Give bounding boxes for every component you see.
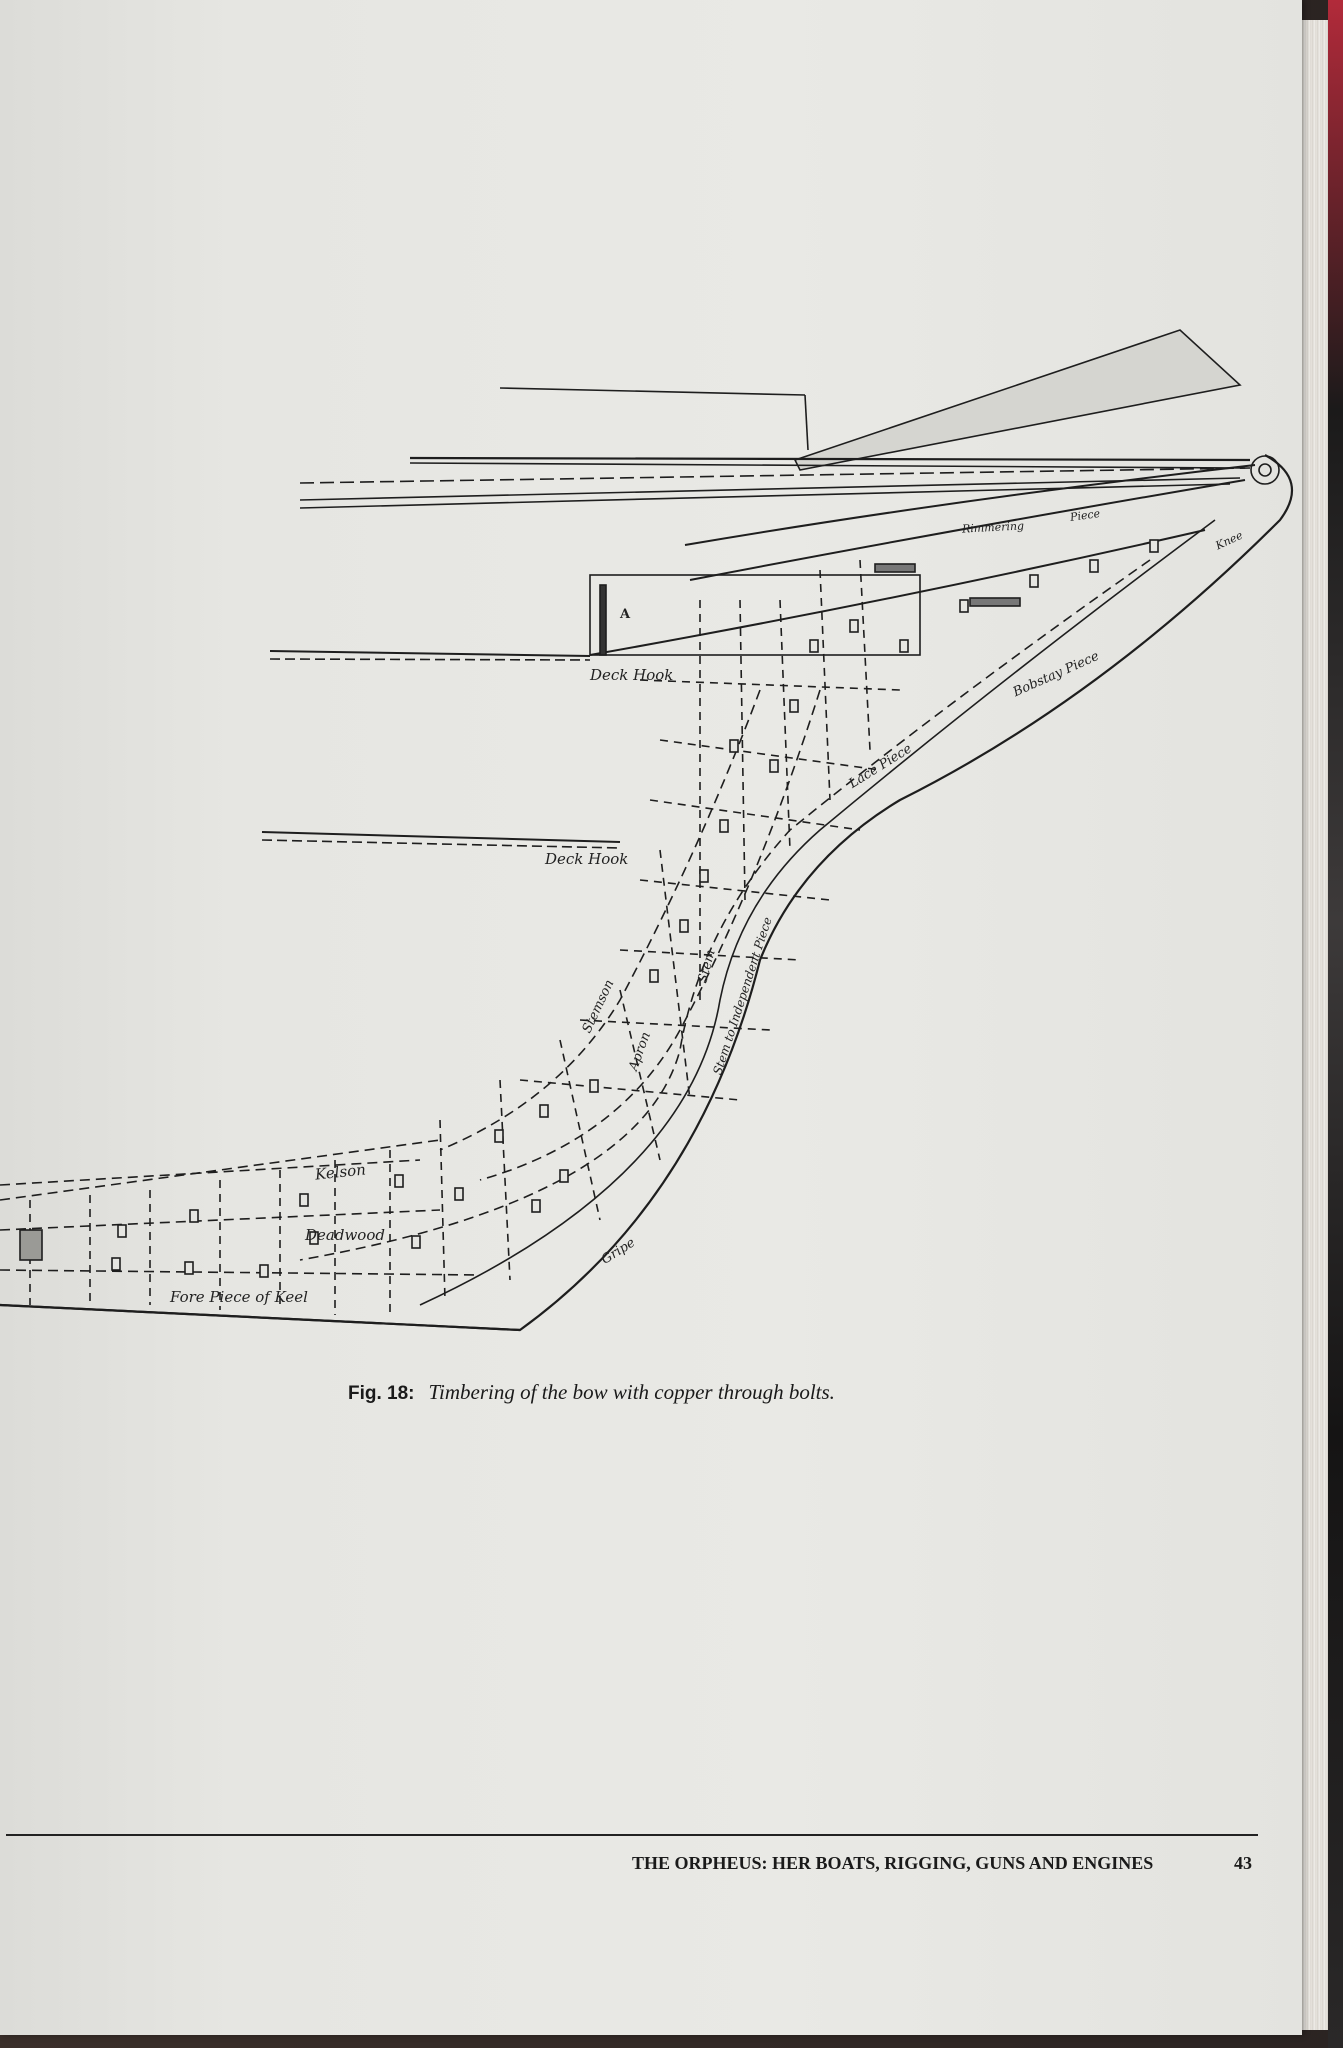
bolt: [679, 919, 689, 933]
bolt-line: [739, 599, 746, 901]
bolt-line: [819, 569, 831, 801]
bolt-line: [559, 1039, 601, 1221]
inner-stem-curve-1: [419, 519, 1216, 1306]
bolt: [849, 619, 859, 633]
hatched-keel-section: [19, 1229, 43, 1261]
bolt: [189, 1209, 199, 1223]
bolt: [454, 1187, 464, 1201]
bolt: [111, 1257, 121, 1271]
keelson-line-2: [0, 1159, 421, 1186]
scroll-head-inner: [1258, 463, 1272, 477]
bolt: [699, 869, 709, 883]
bolt: [117, 1224, 127, 1238]
stemson-curve: [439, 689, 761, 1151]
deck-beam-upper-dash: [269, 658, 591, 661]
label-fore-piece-of-keel: Fore Piece of Keel: [170, 1288, 308, 1306]
head-rail-3: [589, 529, 1206, 656]
book-page: A Deck Hook Deck Hook Rimmering Piece Bo…: [0, 0, 1302, 2035]
head-rail-1: [684, 464, 1256, 546]
bolt: [309, 1231, 319, 1245]
frame-line: [619, 949, 801, 961]
bolt: [769, 759, 779, 773]
inner-stem-curve-2: [299, 559, 1151, 1261]
bolt: [259, 1264, 269, 1278]
keel-top: [0, 1269, 481, 1276]
rail-3: [299, 483, 1231, 509]
upper-rail: [499, 387, 806, 396]
frame-line: [519, 1079, 741, 1101]
upper-rail-post: [804, 394, 809, 451]
bolt: [184, 1261, 194, 1275]
bolt: [299, 1193, 309, 1207]
bolt-line: [659, 849, 691, 1101]
bow-timbering-drawing: [0, 329, 1294, 1332]
figure-caption: Fig. 18: Timbering of the bow with copper…: [348, 1380, 835, 1405]
deadwood-line: [0, 1209, 441, 1231]
hatched-detail: [969, 597, 1021, 607]
label-deck-hook-lower: Deck Hook: [545, 850, 629, 868]
bolt: [809, 639, 819, 653]
bolt-line: [499, 1079, 511, 1281]
bolt: [394, 1174, 404, 1188]
bolt: [589, 1079, 599, 1093]
bolt: [539, 1104, 549, 1118]
outer-stem-curve: [0, 454, 1294, 1332]
frame-line: [639, 879, 831, 901]
head-rail-2: [689, 479, 1246, 581]
bolt: [559, 1169, 569, 1183]
bolt: [719, 819, 729, 833]
rail-2: [299, 477, 1241, 501]
frame-line: [649, 799, 861, 831]
deck-beam-lower: [261, 831, 621, 843]
deck-hook-post: [599, 584, 607, 656]
bolt-line: [439, 1119, 446, 1301]
bolt: [729, 739, 739, 753]
bolt: [411, 1235, 421, 1249]
footer-rule: [6, 1834, 1258, 1836]
label-deadwood: Deadwood: [305, 1226, 385, 1244]
bolt: [649, 969, 659, 983]
bolt-line: [779, 599, 791, 851]
background-strip: [1328, 0, 1343, 2048]
frame-line: [639, 679, 901, 691]
frame-line: [579, 1019, 771, 1031]
figure-number: Fig. 18:: [348, 1383, 415, 1404]
keel-bottom: [0, 1303, 521, 1332]
bolt: [1029, 574, 1039, 588]
figure-caption-text: Timbering of the bow with copper through…: [428, 1380, 835, 1404]
head-knee-block: [589, 574, 921, 656]
bolt: [531, 1199, 541, 1213]
label-rimmering: Rimmering: [961, 519, 1025, 536]
bolt: [1089, 559, 1099, 573]
frame-line: [659, 739, 881, 771]
bolt: [959, 599, 969, 613]
bolt-line: [619, 989, 661, 1161]
label-deck-hook-upper: Deck Hook: [590, 666, 674, 684]
deck-beam-upper: [269, 650, 591, 657]
bolt-line: [859, 559, 871, 751]
keelson-line: [0, 1139, 441, 1201]
bolt: [789, 699, 799, 713]
main-rail-2: [409, 462, 1246, 469]
main-rail-1: [409, 456, 1251, 462]
bolt: [494, 1129, 504, 1143]
bowsprit: [793, 329, 1242, 471]
page-number: 43: [1234, 1853, 1252, 1873]
bolt: [1149, 539, 1159, 553]
apron-curve: [479, 689, 821, 1181]
hatched-detail: [874, 563, 916, 573]
running-head: THE ORPHEUS: HER BOATS, RIGGING, GUNS AN…: [632, 1853, 1154, 1873]
dashed-rail-1: [299, 467, 1251, 484]
bolt: [899, 639, 909, 653]
label-a: A: [620, 607, 631, 622]
